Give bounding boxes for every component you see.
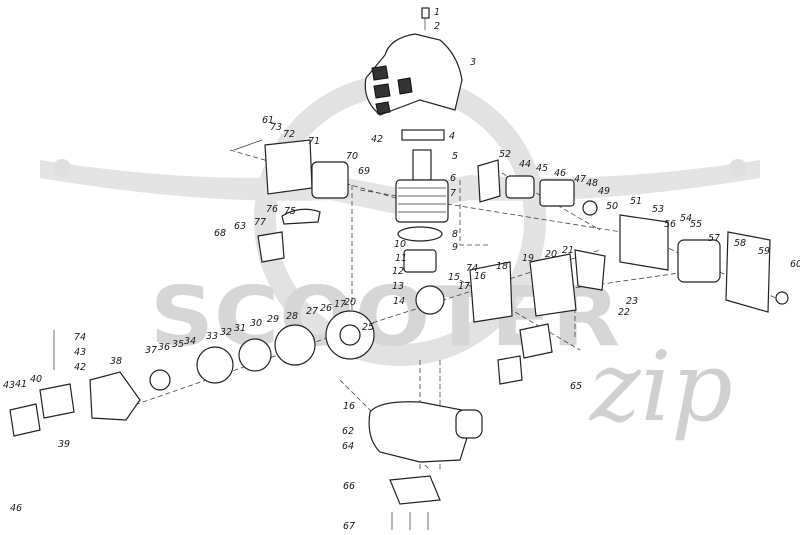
- callout-label: 37: [145, 345, 157, 356]
- callout-label: 16: [343, 401, 355, 412]
- callout-label: 60: [790, 259, 800, 270]
- callout-label: 23: [626, 296, 638, 307]
- callout-label: 19: [522, 253, 534, 264]
- callout-label: 50: [606, 201, 618, 212]
- starter-assembly: [497, 323, 553, 385]
- callout-label: 65: [570, 381, 582, 392]
- callout-label: 40: [30, 374, 42, 385]
- callout-label: 75: [284, 206, 296, 217]
- callout-label: 27: [306, 306, 318, 317]
- callout-label: 5: [452, 151, 458, 162]
- callout-label: 32: [220, 327, 232, 338]
- callout-label: 44: [519, 159, 531, 170]
- callout-label: 20: [344, 297, 356, 308]
- callout-label: 33: [206, 331, 218, 342]
- callout-label: 8: [452, 229, 458, 240]
- callout-label: 61: [262, 115, 274, 126]
- callout-label: 67: [343, 521, 355, 532]
- air-filter-group: [619, 214, 789, 313]
- callout-label: 1: [434, 7, 440, 18]
- callout-label: 16: [474, 271, 486, 282]
- callout-label: 4: [449, 131, 455, 142]
- callout-label: 48: [586, 178, 598, 189]
- callout-label: 3: [470, 57, 476, 68]
- callout-label: 25: [362, 322, 374, 333]
- engine-cover: [364, 33, 463, 116]
- tank-bracket: [389, 475, 441, 505]
- callout-label: 51: [630, 196, 642, 207]
- callout-label: 26: [320, 303, 332, 314]
- callout-label: 70: [346, 151, 358, 162]
- callout-label: 21: [562, 245, 574, 256]
- callout-label: 46: [10, 503, 22, 514]
- callout-label: 52: [499, 149, 511, 160]
- callout-label: 18: [496, 261, 508, 272]
- callout-label: 72: [283, 129, 295, 140]
- callout-label: 39: [58, 439, 70, 450]
- cylinder-assembly: [395, 129, 449, 273]
- crankcase-group: [325, 249, 606, 360]
- callout-label: 36: [158, 342, 170, 353]
- callout-label: 74: [74, 332, 86, 343]
- callout-label: 20: [545, 249, 557, 260]
- callout-label: 2: [434, 21, 440, 32]
- callout-label: 68: [214, 228, 226, 239]
- callout-label: 9: [452, 242, 458, 253]
- callout-label: 38: [110, 356, 122, 367]
- callout-label: 54: [680, 213, 692, 224]
- cover-screw: [421, 7, 430, 30]
- callout-label: 30: [250, 318, 262, 329]
- callout-label: 63: [234, 221, 246, 232]
- callout-label: 43: [74, 347, 86, 358]
- callout-label: 47: [574, 174, 586, 185]
- callout-label: 49: [598, 186, 610, 197]
- callout-label: 73: [270, 122, 282, 133]
- callout-label: 45: [536, 163, 548, 174]
- callout-label: 62: [342, 426, 354, 437]
- callout-label: 56: [664, 219, 676, 230]
- mounting-bolts: [53, 139, 429, 530]
- callout-label: 28: [286, 311, 298, 322]
- callout-label: 76: [266, 204, 278, 215]
- callout-label: 13: [392, 281, 404, 292]
- callout-label: 43: [3, 380, 15, 391]
- callout-label: 12: [392, 266, 404, 277]
- callout-label: 66: [343, 481, 355, 492]
- gear-housing-group: [9, 371, 141, 437]
- callout-label: 71: [308, 136, 320, 147]
- callout-label: 22: [618, 307, 630, 318]
- callout-label: 58: [734, 238, 746, 249]
- callout-label: 41: [15, 379, 27, 390]
- callout-label: 11: [395, 253, 407, 264]
- callout-label: 15: [448, 272, 460, 283]
- callout-label: 42: [371, 134, 383, 145]
- carburetor-group: [477, 159, 598, 216]
- callout-label: 59: [758, 246, 770, 257]
- callout-label: 31: [234, 323, 246, 334]
- clutch-group: [149, 324, 316, 391]
- callout-label: 6: [450, 173, 456, 184]
- callout-label: 34: [184, 336, 196, 347]
- callout-label: 74: [466, 263, 478, 274]
- callout-label: 42: [74, 362, 86, 373]
- callout-label: 55: [690, 219, 702, 230]
- callout-label: 77: [254, 217, 266, 228]
- callout-label: 46: [554, 168, 566, 179]
- callout-label: 64: [342, 441, 354, 452]
- callout-label: 17: [334, 299, 346, 310]
- callout-label: 10: [394, 239, 406, 250]
- callout-label: 29: [267, 314, 279, 325]
- callout-label: 35: [172, 339, 184, 350]
- watermark-brand-script: zip: [589, 331, 733, 443]
- callout-label: 57: [708, 233, 720, 244]
- fuel-tank: [368, 401, 483, 463]
- callout-label: 7: [450, 188, 456, 199]
- callout-label: 53: [652, 204, 664, 215]
- callout-label: 69: [358, 166, 370, 177]
- muffler-group: [257, 139, 349, 263]
- callout-label: 14: [393, 296, 405, 307]
- callout-label: 17: [458, 281, 470, 292]
